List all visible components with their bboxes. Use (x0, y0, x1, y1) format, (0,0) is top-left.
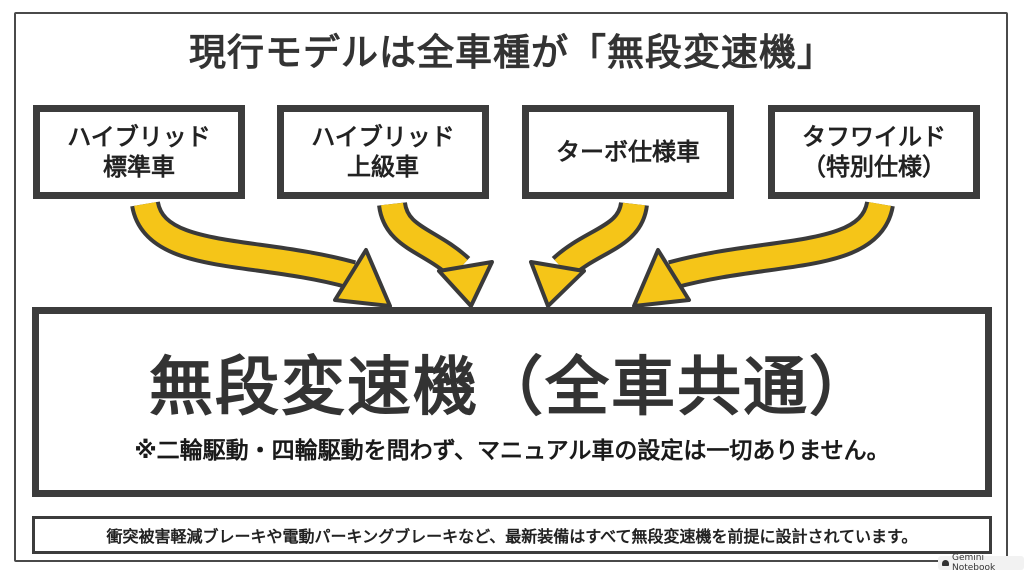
arrow-turbo (529, 200, 649, 308)
watermark: Gemini Notebook (938, 553, 1024, 573)
arrow-head (333, 248, 392, 308)
arrow-head (632, 248, 691, 308)
category-label-line2: 上級車 (347, 153, 419, 181)
category-label-line1: ハイブリッド (67, 123, 211, 151)
arrow-hybrid-standard (130, 200, 392, 308)
arrow-head (437, 260, 494, 308)
category-label-line2: （特別仕様） (802, 153, 946, 181)
category-box-hybrid-premium: ハイブリッド 上級車 (277, 105, 489, 199)
arrow-hybrid-premium (377, 200, 494, 308)
category-label-line1: タフワイルド (802, 123, 946, 151)
category-box-hybrid-standard: ハイブリッド 標準車 (33, 105, 245, 199)
slide-title: 現行モデルは全車種が「無段変速機」 (189, 31, 835, 74)
cvt-main-box: 無段変速機（全車共通） ※二輪駆動・四輪駆動を問わず、マニュアル車の設定は一切あ… (32, 307, 992, 497)
cvt-main-note: ※二輪駆動・四輪駆動を問わず、マニュアル車の設定は一切ありません。 (134, 438, 890, 464)
arrow-tough-wild (632, 200, 895, 308)
category-label-line2: 標準車 (103, 153, 175, 181)
cvt-main-title: 無段変速機（全車共通） (149, 351, 875, 425)
category-box-turbo: ターボ仕様車 (522, 105, 734, 199)
footnote-text: 衝突被害軽減ブレーキや電動パーキングブレーキなど、最新装備はすべて無段変速機を前… (106, 527, 918, 546)
arrow-head (529, 260, 586, 308)
footnote-box: 衝突被害軽減ブレーキや電動パーキングブレーキなど、最新装備はすべて無段変速機を前… (32, 516, 992, 554)
category-box-tough-wild: タフワイルド （特別仕様） (768, 105, 980, 199)
arrow-shaft (134, 201, 355, 286)
category-label-line1: ターボ仕様車 (556, 138, 700, 166)
notebook-icon (942, 560, 949, 566)
arrow-shaft (669, 201, 891, 286)
arrow-shaft (381, 201, 468, 277)
arrow-shaft (554, 201, 645, 277)
watermark-text: Gemini Notebook (951, 553, 996, 573)
category-label-line1: ハイブリッド (311, 123, 455, 151)
